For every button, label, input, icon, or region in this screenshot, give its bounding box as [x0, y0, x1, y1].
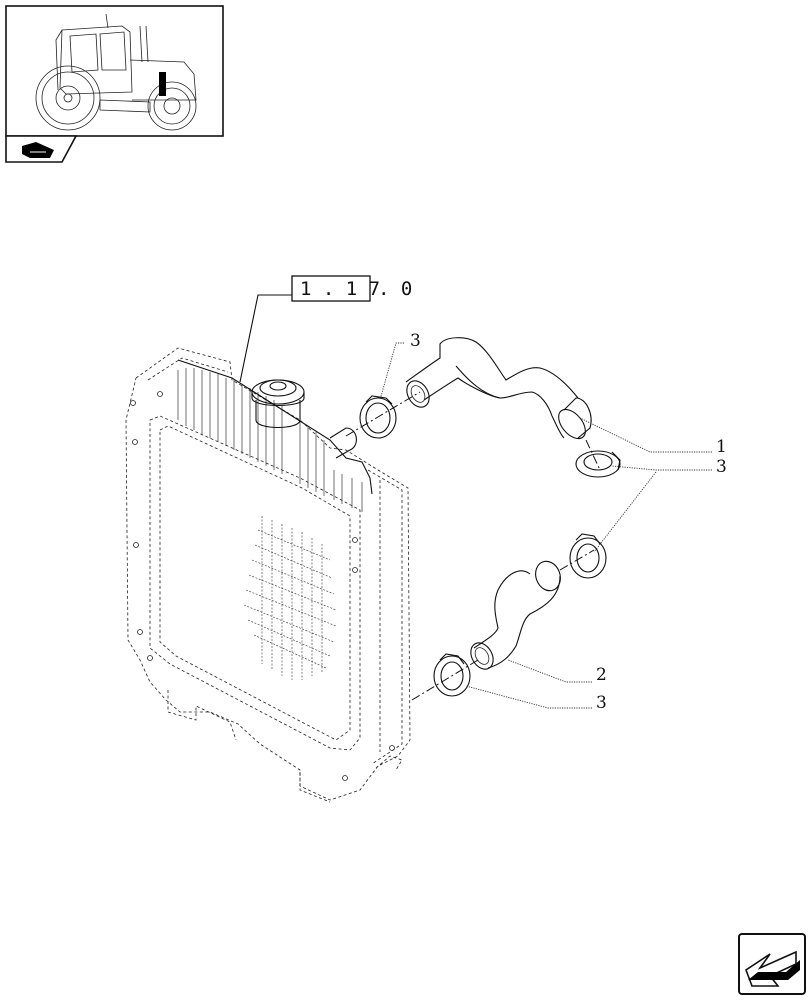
- callout-clamp-lower[interactable]: 3: [465, 685, 607, 713]
- callout-label: 1: [716, 437, 727, 457]
- radiator-cap: [251, 379, 305, 429]
- radiator-core-mesh: [243, 516, 337, 680]
- section-bookmark-icon: [22, 142, 54, 158]
- callout-label: 3: [410, 331, 421, 351]
- callout-hose-upper[interactable]: 1: [579, 417, 727, 457]
- centerline-middle: [585, 439, 601, 471]
- centerline-lower-a: [559, 549, 595, 571]
- upper-hose[interactable]: [402, 337, 592, 444]
- tractor-thumbnail[interactable]: [5, 5, 224, 137]
- next-page-arrow-icon: [745, 950, 800, 987]
- reference-label[interactable]: 1 . 1 7 . 0: [239, 275, 412, 383]
- section-bookmark[interactable]: [5, 135, 78, 163]
- callout-hose-lower[interactable]: 2: [507, 659, 607, 685]
- callout-clamp-upper-pair[interactable]: 3: [593, 457, 727, 553]
- tractor-thumbnail-icon: [35, 13, 197, 131]
- centerline-lower-b: [411, 659, 479, 701]
- lower-hose[interactable]: [466, 558, 564, 673]
- callout-label: 2: [596, 665, 607, 685]
- callout-label: 3: [716, 457, 727, 477]
- callout-clamp-top[interactable]: 3: [379, 331, 421, 401]
- next-page-button[interactable]: [738, 933, 806, 995]
- hose-clamp-upper-right[interactable]: [575, 450, 621, 478]
- reference-suffix: . 0: [378, 278, 412, 300]
- hose-clamp-mid[interactable]: [569, 533, 607, 579]
- radiator[interactable]: [125, 347, 411, 803]
- hose-clamp-lower[interactable]: [433, 653, 471, 697]
- reference-boxed: 1 . 1 7: [300, 278, 380, 300]
- callout-label: 3: [596, 693, 607, 713]
- hose-clamp-top[interactable]: [359, 395, 397, 439]
- centerline-upper: [345, 391, 421, 437]
